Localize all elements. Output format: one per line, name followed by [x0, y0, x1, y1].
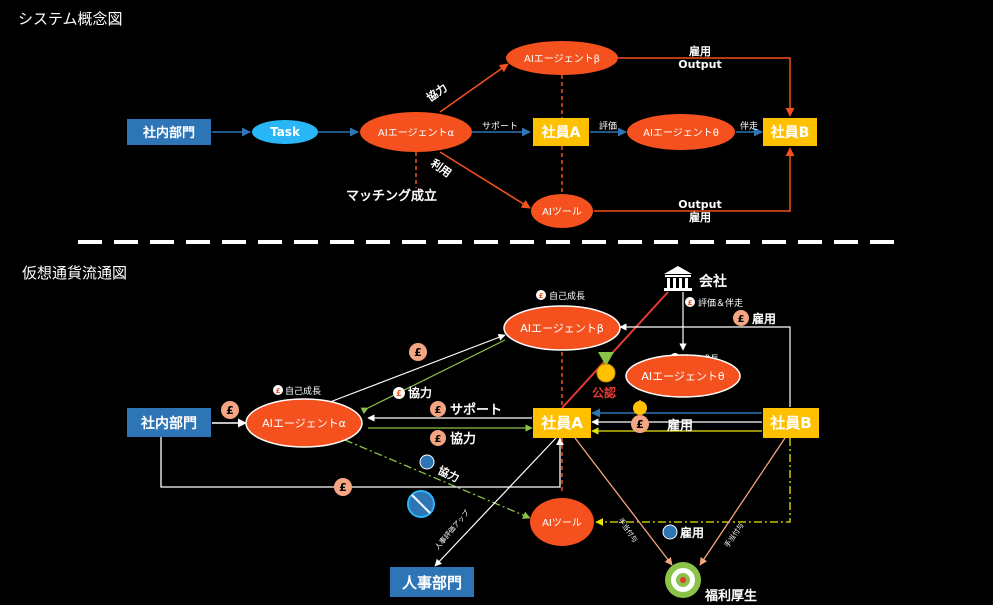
- s2-company-label: 会社: [699, 273, 727, 290]
- s1-agent-theta-label: AIエージェントθ: [643, 128, 719, 139]
- s2-shakai-box: [127, 408, 211, 437]
- s1-ai-tool: [531, 194, 593, 228]
- s1-task-node: [252, 120, 318, 144]
- s1-matching-label: マッチング成立: [346, 188, 437, 204]
- section1-title: システム概念図: [18, 10, 123, 28]
- s2-ai-tool: [530, 498, 594, 546]
- s2-welfare-label: 福利厚生: [704, 588, 757, 604]
- s1-koyo-top: 雇用: [689, 44, 711, 58]
- s1-koyo-bot: 雇用: [689, 210, 711, 224]
- svg-text:£: £: [226, 404, 234, 417]
- svg-text:自己成長: 自己成長: [285, 385, 321, 397]
- s2-koyo-right: £ 雇用: [733, 310, 776, 326]
- svg-text:£: £: [339, 481, 347, 494]
- s2-jiko-a: £ 自己成長: [273, 385, 321, 397]
- svg-text:£: £: [738, 314, 745, 325]
- s1-agent-beta-label: AIエージェントβ: [524, 54, 600, 65]
- section2-title: 仮想通貨流通図: [22, 264, 127, 282]
- bank-icon: [664, 266, 692, 291]
- s1-emp-b-label: 社員B: [770, 124, 810, 141]
- medal-icon: [596, 352, 616, 383]
- s1-agent-alpha-label: AIエージェントα: [378, 128, 455, 139]
- coin-shakai-alpha: £: [221, 401, 239, 419]
- s1-agent-alpha: [360, 112, 472, 152]
- coin-alpha-beta: £: [409, 343, 427, 361]
- svg-text:£: £: [276, 387, 281, 395]
- target-icon: [665, 562, 701, 598]
- s2-kyoryoku-1: £ 協力: [393, 385, 432, 400]
- coin-bottom: £: [334, 478, 352, 496]
- svg-text:£: £: [435, 405, 442, 416]
- s2-emp-a-box: [533, 408, 591, 438]
- svg-text:£: £: [539, 292, 544, 300]
- svg-text:£: £: [636, 418, 644, 431]
- s2-hyoka-bansou: £ 評価＆伴走: [685, 297, 743, 309]
- s2-koyo-mid: £ 雇用: [631, 415, 693, 434]
- svg-text:サポート: サポート: [450, 402, 502, 418]
- s1-agent-theta: [627, 114, 735, 150]
- s1-riyou-label: 利用: [428, 156, 454, 180]
- s1-shakai-box: [127, 119, 211, 145]
- s1-agent-beta: [506, 41, 618, 75]
- svg-text:雇用: 雇用: [680, 525, 704, 540]
- s2-koninn-label: 公認: [592, 385, 616, 400]
- s2-koyo-bot: 雇用: [662, 524, 704, 540]
- s2-kouka-b-label: 手当付与: [722, 521, 745, 549]
- s2-kyoryoku-2: £ 協力: [430, 430, 476, 447]
- s1-emp-a-label: 社員A: [541, 124, 581, 141]
- svg-text:£: £: [414, 346, 422, 359]
- s2-jiko-b: £ 自己成長: [536, 290, 585, 302]
- s2-emp-b-box: [763, 408, 819, 438]
- s1-task-label: Task: [270, 125, 301, 139]
- s2-agent-alpha-label: AIエージェントα: [262, 417, 346, 430]
- svg-text:評価＆伴走: 評価＆伴走: [698, 297, 743, 309]
- s1-emp-a-box: [533, 118, 589, 146]
- s2-kyoryoku-3: 協力: [419, 454, 462, 485]
- s2-agent-alpha: [245, 398, 363, 448]
- s2-shakai-label: 社内部門: [140, 415, 197, 432]
- blocked-coin-icon: [407, 490, 435, 518]
- svg-text:雇用: 雇用: [667, 418, 693, 434]
- section2-connectors: [160, 291, 791, 567]
- s2-agent-beta-label: AIエージェントβ: [520, 322, 604, 335]
- s2-agent-beta: [503, 305, 621, 351]
- s2-jinji-up-label: 人事評価アップ: [433, 508, 471, 551]
- small-medal-icon: [633, 401, 647, 415]
- s1-output-bot: Output: [678, 198, 721, 211]
- svg-text:雇用: 雇用: [752, 311, 776, 326]
- svg-text:£: £: [688, 299, 693, 307]
- svg-text:協力: 協力: [450, 431, 476, 447]
- s1-hyoka-label: 評価: [599, 120, 617, 132]
- s1-shakai-label: 社内部門: [142, 125, 195, 141]
- s2-kouka-a-label: 手当付与: [616, 516, 639, 544]
- s2-hr-label: 人事部門: [402, 574, 462, 592]
- s2-hr-box: [390, 567, 474, 597]
- svg-text:協力: 協力: [408, 385, 432, 400]
- svg-text:£: £: [396, 389, 402, 398]
- svg-text:自己成長: 自己成長: [549, 290, 585, 302]
- s2-agent-theta-label: AIエージェントθ: [641, 370, 725, 383]
- s2-support: £ サポート: [430, 401, 502, 418]
- svg-text:£: £: [435, 434, 442, 445]
- s1-kyoryoku-label: 協力: [424, 80, 450, 104]
- s1-ai-tool-label: AIツール: [542, 207, 582, 218]
- s2-emp-b-label: 社員B: [769, 414, 811, 432]
- s1-emp-b-box: [763, 118, 817, 146]
- s1-output-top: Output: [678, 58, 721, 71]
- section1-connectors: [212, 57, 795, 212]
- s2-agent-theta: [625, 354, 741, 398]
- s1-support-label: サポート: [482, 121, 518, 132]
- s2-emp-a-label: 社員A: [540, 414, 583, 432]
- s2-ai-tool-label: AIツール: [542, 518, 582, 529]
- svg-text:協力: 協力: [436, 463, 462, 485]
- s1-bansou-label: 伴走: [740, 120, 758, 132]
